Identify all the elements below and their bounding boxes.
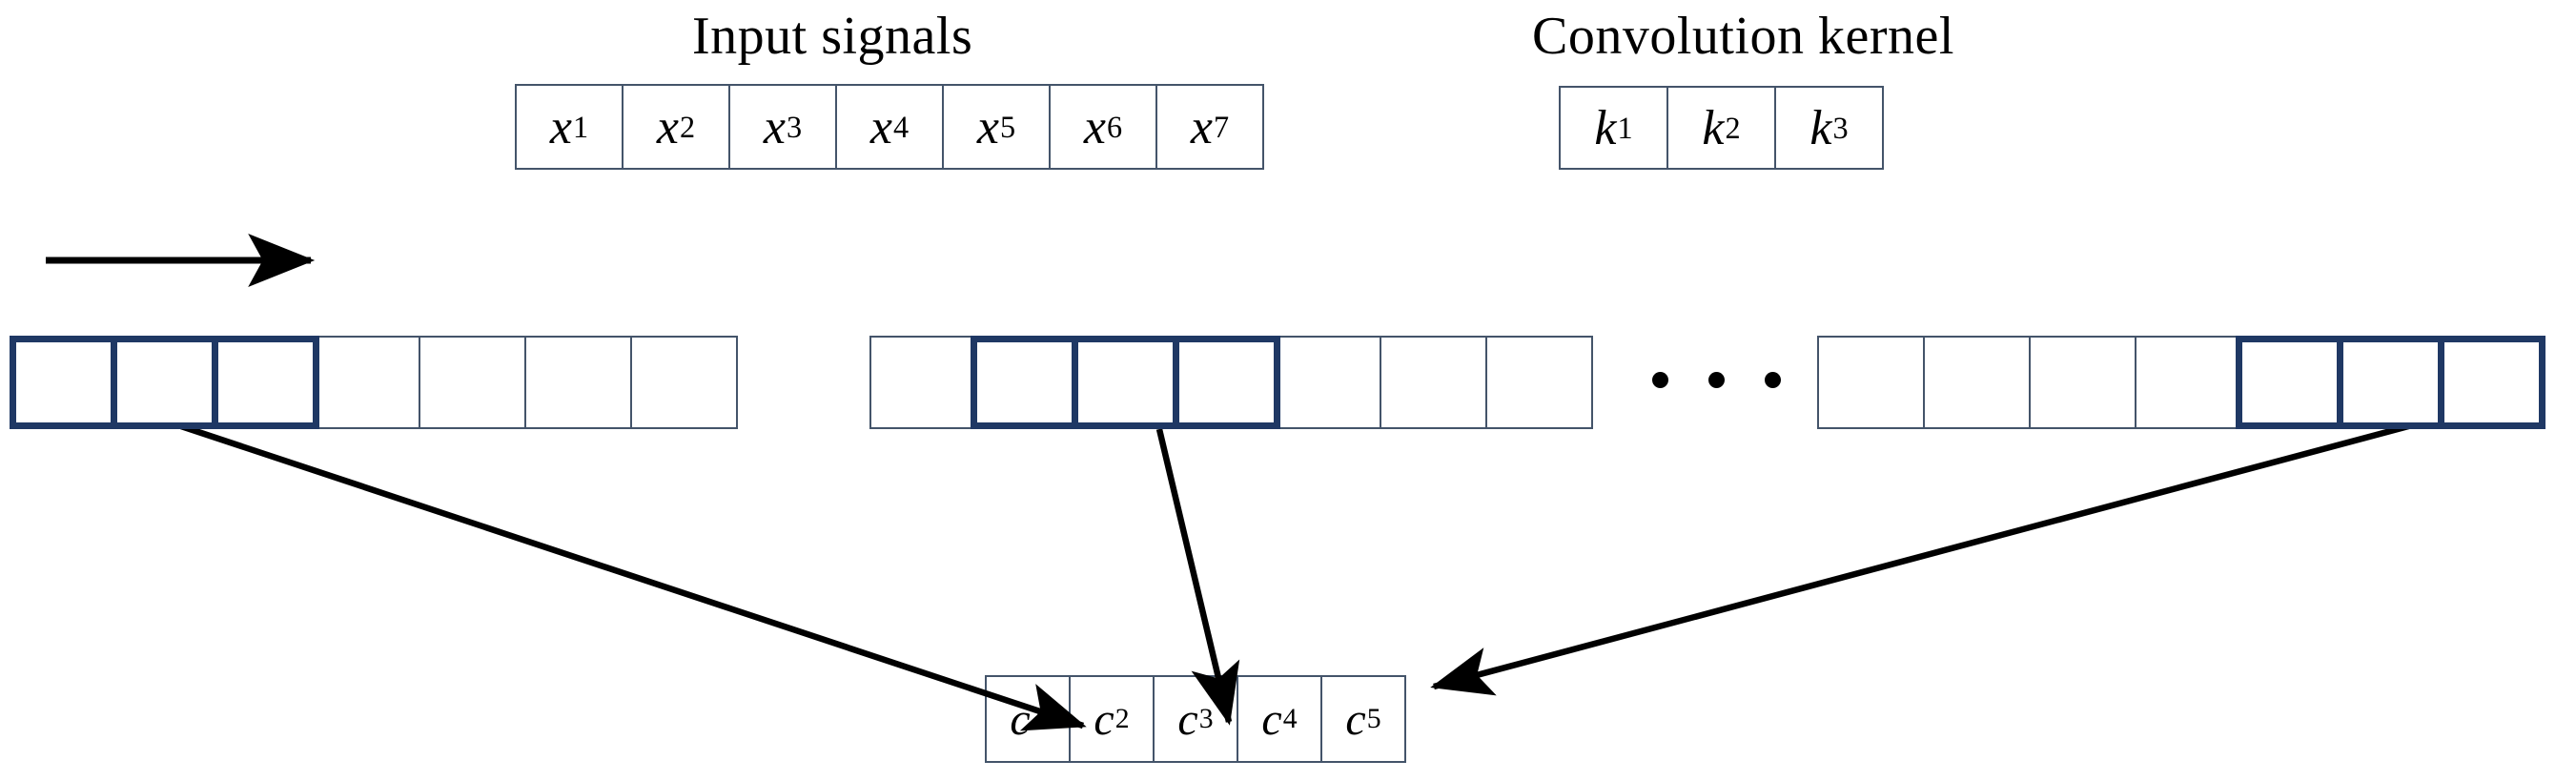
ellipsis-dot-1 xyxy=(1652,372,1668,388)
strip2-cell-1 xyxy=(869,336,977,429)
input-signals-title: Input signals xyxy=(692,7,973,66)
strip1-cell-7 xyxy=(630,336,738,429)
kernel-cell-label: k xyxy=(1594,100,1617,155)
output-cell-label: c xyxy=(1177,693,1198,745)
kernel-cell-label: k xyxy=(1809,100,1832,155)
strip1-cell-3 xyxy=(212,336,319,429)
strip1-cell-6 xyxy=(524,336,632,429)
strip1-cell-2 xyxy=(111,336,218,429)
output-cell-label: c xyxy=(1345,693,1366,745)
strip-position-last xyxy=(1817,336,2545,429)
strip3-cell-3 xyxy=(2029,336,2136,429)
strip3-cell-7 xyxy=(2438,336,2545,429)
ellipsis-dot-2 xyxy=(1708,372,1725,388)
ellipsis-dot-3 xyxy=(1765,372,1781,388)
input-cell-label: x xyxy=(1190,99,1213,154)
output-cell-label: c xyxy=(1010,693,1031,745)
arrow-strip1-to-c1 xyxy=(179,422,1087,731)
strip2-cell-6 xyxy=(1380,336,1487,429)
strip1-cell-5 xyxy=(419,336,526,429)
input-cell-label: x xyxy=(869,99,892,154)
input-cell-label: x xyxy=(656,99,679,154)
strip2-cell-4 xyxy=(1173,336,1280,429)
ellipsis-dots xyxy=(1652,372,1781,388)
strip3-cell-4 xyxy=(2135,336,2242,429)
strip2-cell-3 xyxy=(1072,336,1179,429)
convolution-kernel-title: Convolution kernel xyxy=(1532,7,1954,66)
input-cell-label: x xyxy=(549,99,572,154)
strip-position-2 xyxy=(869,336,1593,429)
strip3-cell-2 xyxy=(1923,336,2031,429)
strip3-cell-1 xyxy=(1817,336,1925,429)
strip2-cell-2 xyxy=(971,336,1078,429)
strip-position-1 xyxy=(10,336,738,429)
strip3-cell-5 xyxy=(2236,336,2343,429)
strip2-cell-7 xyxy=(1485,336,1593,429)
kernel-cell-label: k xyxy=(1702,100,1725,155)
strip2-cell-5 xyxy=(1274,336,1381,429)
input-cell-label: x xyxy=(763,99,786,154)
arrow-striplast-to-c5 xyxy=(1430,421,2413,696)
input-cell-label: x xyxy=(976,99,999,154)
input-cell-label: x xyxy=(1083,99,1106,154)
strip1-cell-1 xyxy=(10,336,117,429)
output-cell-label: c xyxy=(1094,693,1114,745)
strip3-cell-6 xyxy=(2337,336,2444,429)
strip1-cell-4 xyxy=(313,336,420,429)
output-cell-label: c xyxy=(1261,693,1282,745)
